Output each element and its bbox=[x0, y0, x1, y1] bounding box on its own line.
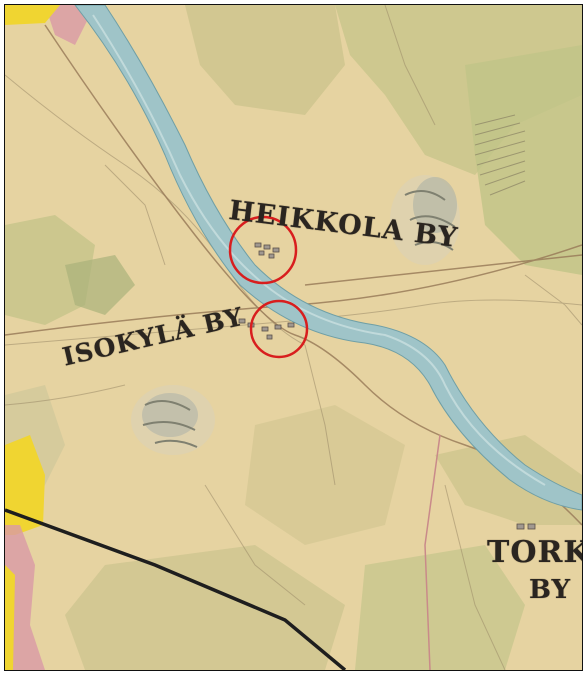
circle-marker-heikkola bbox=[228, 215, 298, 285]
historical-map[interactable]: HEIKKOLA BY ISOKYLÄ BY TORKI BY bbox=[4, 4, 583, 671]
field-patch bbox=[65, 545, 345, 670]
border-strip-yellow bbox=[5, 435, 45, 535]
circle-marker-river-crossing bbox=[249, 299, 309, 359]
field-patch bbox=[65, 255, 135, 315]
hatched-field bbox=[474, 114, 526, 196]
place-label-torkki: TORKI bbox=[487, 535, 582, 570]
river-highlight bbox=[92, 14, 546, 486]
river bbox=[74, 5, 582, 511]
marsh-area bbox=[390, 175, 460, 265]
field-patch bbox=[435, 435, 582, 525]
marsh-area bbox=[131, 385, 215, 455]
field-patch bbox=[245, 405, 405, 545]
border-strip-yellow bbox=[5, 565, 15, 670]
border-strip-yellow bbox=[5, 5, 60, 25]
place-label-torkki-by: BY bbox=[529, 575, 572, 605]
field-patch bbox=[5, 215, 95, 325]
village-houses-torkki bbox=[516, 523, 536, 530]
border-strip-pink bbox=[5, 525, 45, 670]
boundary-line bbox=[5, 508, 347, 670]
map-canvas bbox=[5, 5, 582, 670]
field-patch bbox=[335, 5, 582, 175]
field-patch bbox=[355, 545, 525, 670]
field-patch bbox=[465, 45, 582, 275]
field-patch bbox=[185, 5, 345, 115]
road-pink bbox=[424, 434, 441, 670]
village-houses-heikkola bbox=[254, 242, 280, 259]
